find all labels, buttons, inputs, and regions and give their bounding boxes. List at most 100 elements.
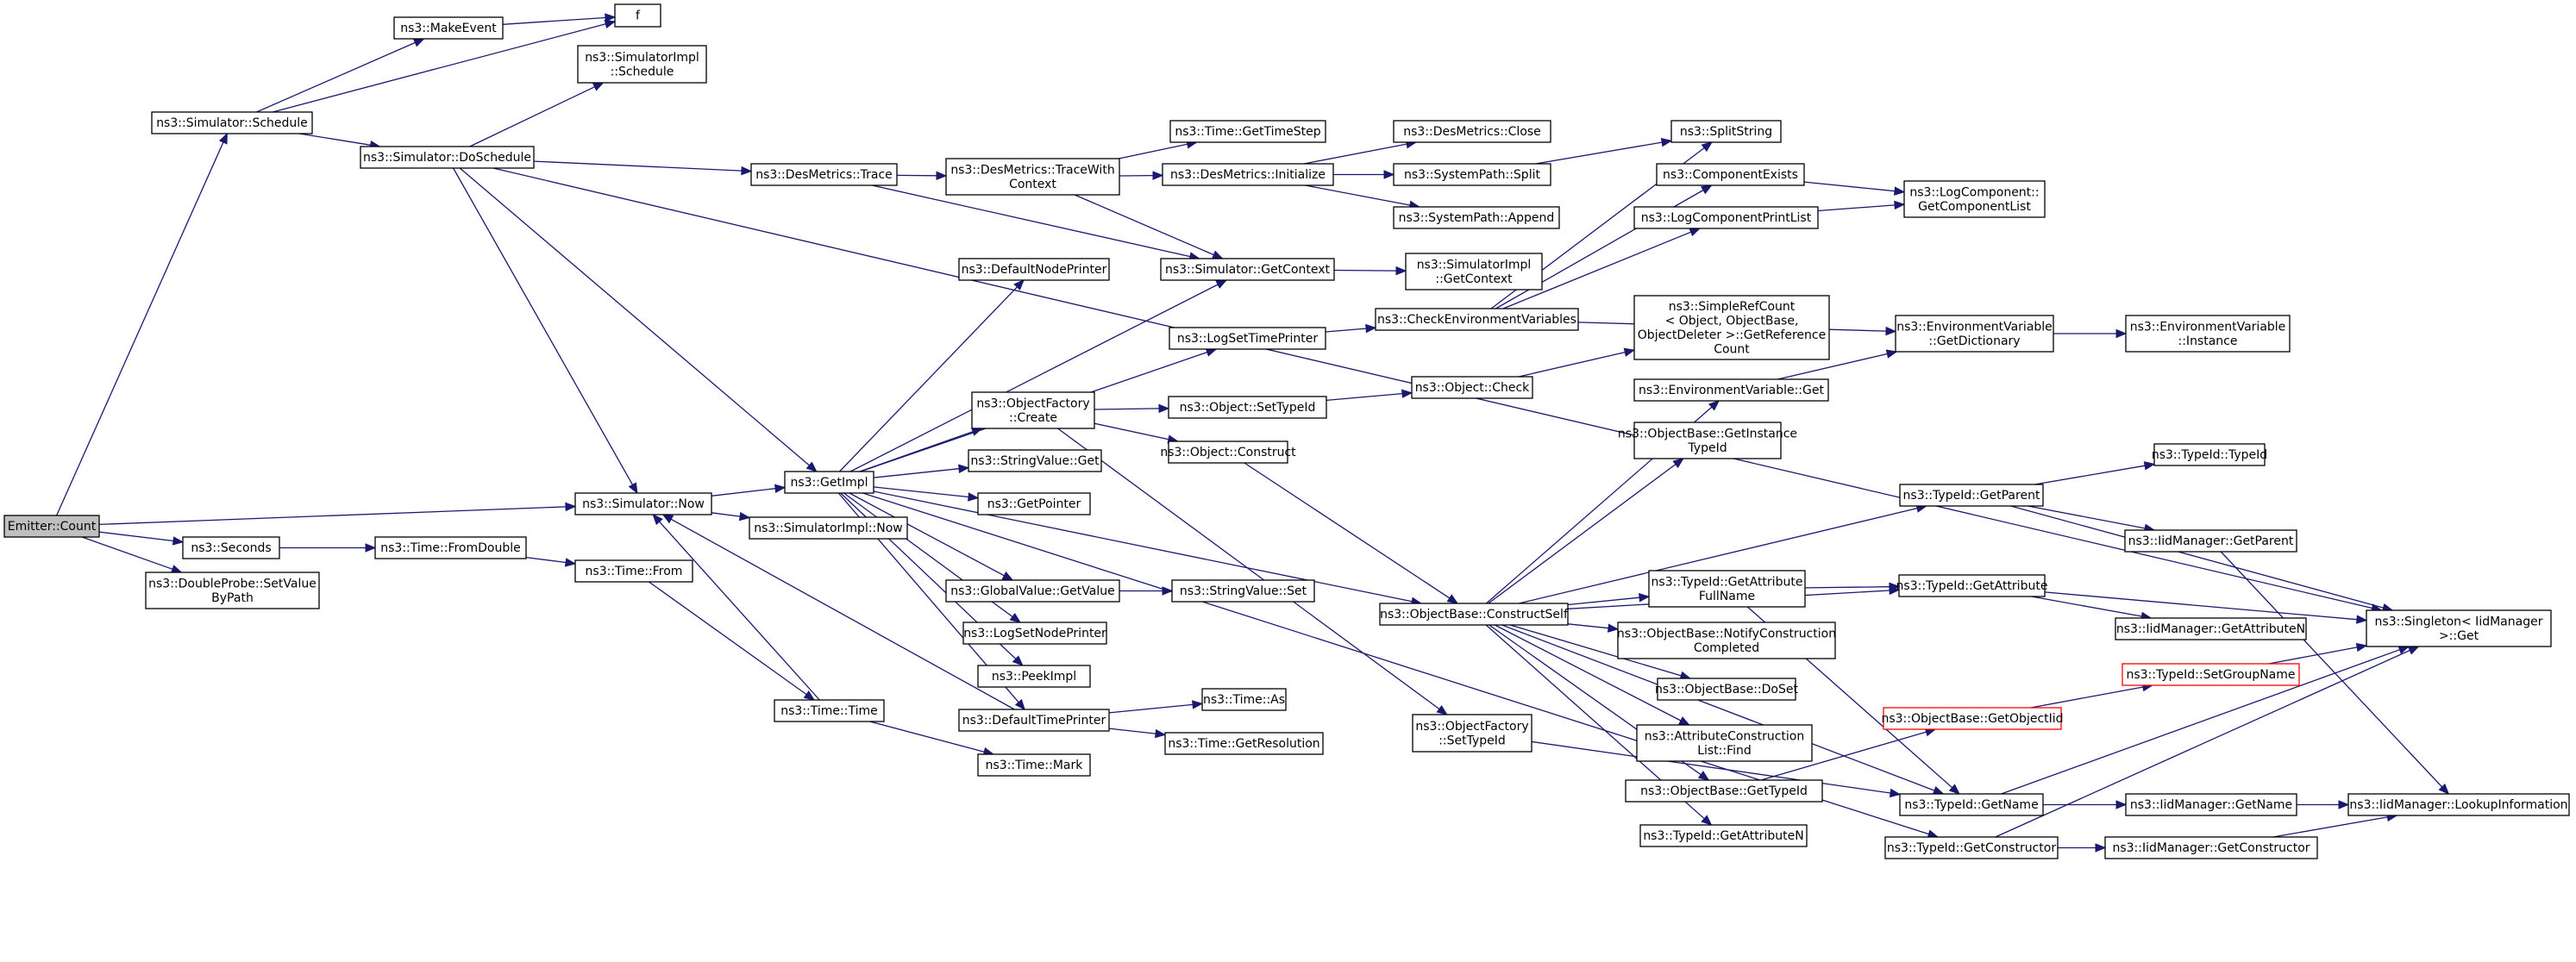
node-sim-now[interactable]: ns3::Simulator::Now	[574, 492, 712, 515]
node-box[interactable]	[1633, 422, 1782, 459]
node-time-as[interactable]: ns3::Time::As	[1201, 688, 1287, 711]
node-box[interactable]	[151, 111, 313, 134]
node-box[interactable]	[1883, 707, 2062, 730]
node-box[interactable]	[2366, 609, 2552, 647]
node-box[interactable]	[1411, 376, 1533, 399]
node-emitter-count[interactable]: Emitter::Count	[3, 515, 100, 538]
node-box[interactable]	[774, 699, 885, 722]
node-defaultnodeprinter[interactable]: ns3::DefaultNodePrinter	[958, 258, 1110, 281]
node-simimpl-getcontext[interactable]: ns3::SimulatorImpl::GetContext	[1405, 253, 1543, 290]
node-splitstring[interactable]: ns3::SplitString	[1670, 120, 1782, 143]
node-seconds[interactable]: ns3::Seconds	[182, 536, 280, 559]
node-box[interactable]	[968, 449, 1102, 472]
node-box[interactable]	[1899, 484, 2044, 507]
node-box[interactable]	[574, 492, 712, 515]
node-singleton-get[interactable]: ns3::Singleton< IidManager>::Get	[2366, 609, 2552, 647]
node-box[interactable]	[1884, 836, 2059, 859]
node-box[interactable]	[1898, 574, 2046, 597]
node-getpointer[interactable]: ns3::GetPointer	[977, 492, 1091, 515]
node-logcomponent-getcomponentlist[interactable]: ns3::LogComponent::GetComponentList	[1903, 180, 2046, 218]
node-box[interactable]	[1160, 258, 1335, 281]
node-typeid-getname[interactable]: ns3::TypeId::GetName	[1899, 793, 2044, 816]
node-box[interactable]	[1201, 688, 1287, 711]
node-f[interactable]: f	[614, 3, 661, 28]
node-box[interactable]	[1393, 120, 1551, 143]
node-box[interactable]	[1633, 378, 1829, 402]
node-box[interactable]	[1636, 724, 1813, 762]
node-box[interactable]	[1169, 327, 1326, 350]
node-box[interactable]	[1412, 714, 1532, 753]
node-object-construct[interactable]: ns3::Object::Construct	[1160, 440, 1296, 464]
node-objectbase-gettypeid[interactable]: ns3::ObjectBase::GetTypeId	[1625, 779, 1823, 803]
node-box[interactable]	[2125, 315, 2291, 353]
node-logsetnodeprinter[interactable]: ns3::LogSetNodePrinter	[962, 622, 1107, 645]
node-box[interactable]	[1168, 396, 1327, 419]
node-box[interactable]	[1162, 163, 1334, 186]
node-time-mark[interactable]: ns3::Time::Mark	[977, 753, 1091, 777]
node-box[interactable]	[2122, 663, 2300, 686]
node-box[interactable]	[360, 146, 535, 169]
node-typeid-setgroupname[interactable]: ns3::TypeId::SetGroupName	[2122, 663, 2300, 686]
node-stringvalue-set[interactable]: ns3::StringValue::Set	[1171, 579, 1315, 603]
node-box[interactable]	[2124, 529, 2297, 553]
node-iidmanager-getconstructor[interactable]: ns3::IidManager::GetConstructor	[2104, 836, 2318, 859]
node-box[interactable]	[1168, 440, 1288, 464]
node-iidmanager-lookupinformation[interactable]: ns3::IidManager::LookupInformation	[2347, 793, 2570, 816]
node-box[interactable]	[784, 471, 874, 494]
node-box[interactable]	[1171, 579, 1315, 603]
node-iidmanager-getparent[interactable]: ns3::IidManager::GetParent	[2124, 529, 2297, 553]
node-envvar-instance[interactable]: ns3::EnvironmentVariable::Instance	[2125, 315, 2291, 353]
node-typeid-getattributen[interactable]: ns3::TypeId::GetAttributeN	[1639, 824, 1808, 847]
node-time-gettimestep[interactable]: ns3::Time::GetTimeStep	[1169, 120, 1326, 143]
node-object-settypeid[interactable]: ns3::Object::SetTypeId	[1168, 396, 1327, 419]
node-box[interactable]	[945, 579, 1120, 603]
node-box[interactable]	[1405, 253, 1543, 290]
node-componentexists[interactable]: ns3::ComponentExists	[1656, 163, 1805, 186]
node-box[interactable]	[1375, 308, 1579, 331]
node-systempath-split[interactable]: ns3::SystemPath::Split	[1393, 163, 1551, 186]
node-box[interactable]	[1670, 120, 1782, 143]
node-typeid-typeid[interactable]: ns3::TypeId::TypeId	[2152, 443, 2267, 466]
node-box[interactable]	[1648, 570, 1806, 608]
node-iidmanager-getattributen[interactable]: ns3::IidManager::GetAttributeN	[2115, 617, 2307, 640]
node-box[interactable]	[2115, 617, 2307, 640]
node-objectfactory-create[interactable]: ns3::ObjectFactory::Create	[971, 391, 1095, 429]
node-desmetrics-close[interactable]: ns3::DesMetrics::Close	[1393, 120, 1551, 143]
node-box[interactable]	[750, 163, 898, 186]
node-stringvalue-get[interactable]: ns3::StringValue::Get	[968, 449, 1102, 472]
node-defaulttimeprinter[interactable]: ns3::DefaultTimePrinter	[958, 709, 1110, 732]
node-box[interactable]	[2104, 836, 2318, 859]
node-box[interactable]	[958, 258, 1110, 281]
node-sim-getcontext[interactable]: ns3::Simulator::GetContext	[1160, 258, 1335, 281]
node-checkenvvars[interactable]: ns3::CheckEnvironmentVariables	[1375, 308, 1579, 331]
node-box[interactable]	[393, 16, 504, 40]
node-box[interactable]	[1633, 206, 1819, 229]
node-box[interactable]	[1379, 603, 1569, 626]
node-box[interactable]	[145, 572, 320, 609]
node-desmetrics-trace[interactable]: ns3::DesMetrics::Trace	[750, 163, 898, 186]
node-time-time[interactable]: ns3::Time::Time	[774, 699, 885, 722]
node-simimpl-now[interactable]: ns3::SimulatorImpl::Now	[749, 516, 908, 540]
node-envvar-get[interactable]: ns3::EnvironmentVariable::Get	[1633, 378, 1829, 402]
node-box[interactable]	[945, 158, 1120, 196]
node-simimpl-schedule[interactable]: ns3::SimulatorImpl::Schedule	[577, 45, 707, 84]
node-box[interactable]	[977, 665, 1091, 688]
node-box[interactable]	[1633, 295, 1830, 360]
node-peekimpl[interactable]: ns3::PeekImpl	[977, 665, 1091, 688]
node-make-event[interactable]: ns3::MakeEvent	[393, 16, 504, 40]
node-box[interactable]	[977, 492, 1091, 515]
node-box[interactable]	[2125, 793, 2297, 816]
node-sim-doschedule[interactable]: ns3::Simulator::DoSchedule	[360, 146, 535, 169]
node-time-from[interactable]: ns3::Time::From	[574, 559, 693, 583]
node-box[interactable]	[574, 559, 693, 583]
node-box[interactable]	[1903, 180, 2046, 218]
node-object-check[interactable]: ns3::Object::Check	[1411, 376, 1533, 399]
node-box[interactable]	[958, 709, 1110, 732]
node-box[interactable]	[2153, 443, 2266, 466]
node-box[interactable]	[1625, 779, 1823, 803]
node-box[interactable]	[1169, 120, 1326, 143]
node-box[interactable]	[971, 391, 1095, 429]
node-typeid-getconstructor[interactable]: ns3::TypeId::GetConstructor	[1884, 836, 2059, 859]
node-box[interactable]	[1393, 206, 1560, 229]
